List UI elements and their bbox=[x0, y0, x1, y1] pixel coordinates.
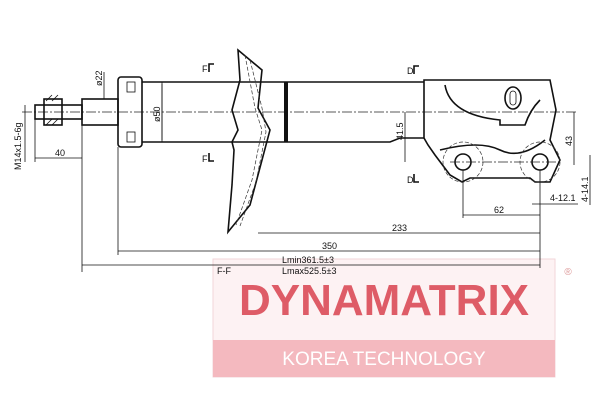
section-d-top: D bbox=[407, 66, 414, 76]
spring-seat-bracket bbox=[226, 48, 271, 235]
dim-43: 43 bbox=[564, 136, 574, 146]
dim-62: 62 bbox=[494, 205, 504, 215]
lmax-label: Lmax525.5±3 bbox=[282, 266, 336, 276]
lmin-label: Lmin361.5±3 bbox=[282, 255, 334, 265]
dia-50: ø50 bbox=[152, 106, 162, 122]
dim-41-5: 41.5 bbox=[395, 122, 405, 140]
registered-mark: ® bbox=[564, 267, 572, 278]
dim-350: 350 bbox=[322, 241, 337, 251]
tagline: KOREA TECHNOLOGY bbox=[282, 349, 486, 370]
brand-logo: DYNAMATRIX bbox=[239, 276, 529, 325]
section-ff-label: F-F bbox=[217, 266, 231, 276]
dim-4-12-1: 4-12.1 bbox=[550, 193, 576, 203]
section-f-top: F bbox=[202, 64, 208, 74]
dim-40: 40 bbox=[55, 148, 65, 158]
threaded-stud bbox=[34, 94, 119, 126]
dim-233: 233 bbox=[392, 223, 407, 233]
dia-22: ø22 bbox=[94, 70, 104, 86]
watermark: DYNAMATRIX ® KOREA TECHNOLOGY bbox=[212, 258, 572, 378]
dimension-lines bbox=[24, 72, 591, 272]
section-f-bottom: F bbox=[202, 154, 208, 164]
dim-4-14-1: 4-14.1 bbox=[580, 176, 590, 202]
steering-knuckle-bracket bbox=[423, 79, 561, 183]
thread-label: M14x1.5-6g bbox=[13, 122, 23, 170]
section-d-bottom: D bbox=[407, 175, 414, 185]
top-mount bbox=[117, 76, 143, 148]
